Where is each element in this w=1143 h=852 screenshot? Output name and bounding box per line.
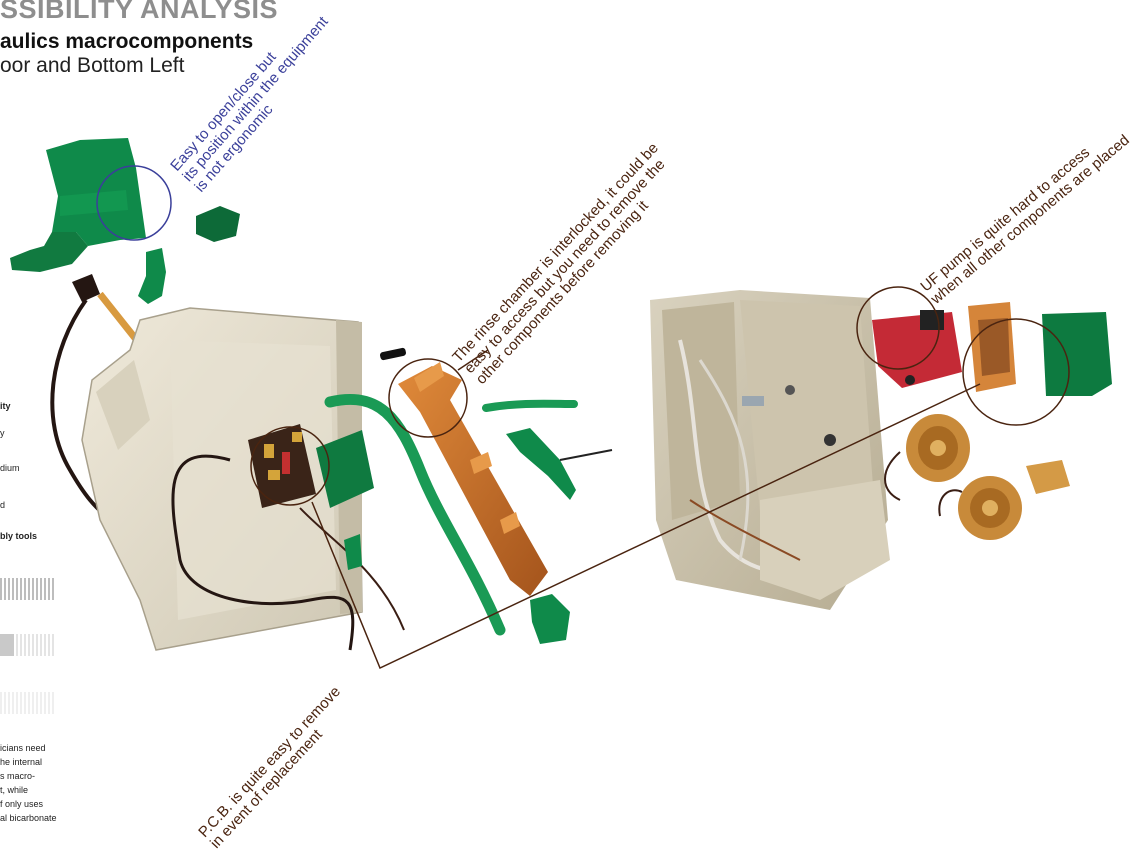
green-bracket	[138, 248, 166, 304]
green-door-cover	[10, 138, 146, 272]
small-brass-valve	[1026, 460, 1070, 494]
power-plug	[72, 274, 100, 302]
pressure-gauge	[906, 414, 970, 482]
green-strip	[486, 404, 574, 408]
uf-pump	[872, 310, 962, 388]
green-clip	[196, 206, 240, 242]
valve-wire	[560, 450, 612, 460]
control-block-inner	[978, 318, 1010, 376]
green-valve	[506, 428, 576, 500]
pressure-gauge	[958, 476, 1022, 540]
green-bottom-bracket	[530, 594, 570, 644]
gauge-wire	[885, 452, 900, 500]
machine-photo	[650, 290, 890, 610]
black-clip	[379, 347, 406, 360]
green-right-cover	[1042, 312, 1112, 396]
